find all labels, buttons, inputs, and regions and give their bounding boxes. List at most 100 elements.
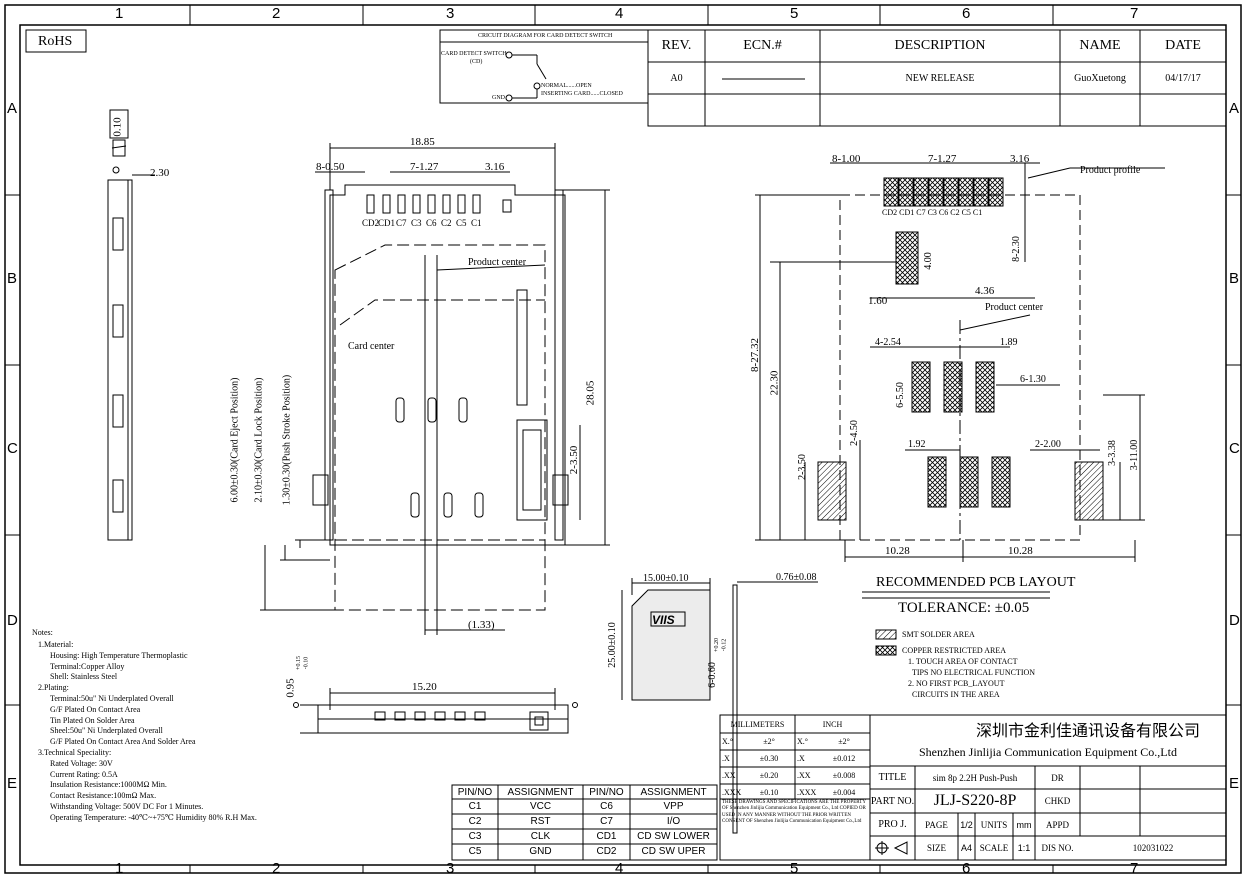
tolerance-cell: .XX <box>722 771 736 780</box>
note-line: Operating Temperature: -40℃~+75℃ Humidit… <box>50 812 257 822</box>
legend-note-1: 1. TOUCH AREA OF CONTACT <box>908 657 1018 666</box>
pin-label-c2: C2 <box>441 218 452 228</box>
pcb-dim-400: 4.00 <box>922 252 934 270</box>
note-line: Housing: High Temperature Thermoplastic <box>50 650 188 660</box>
pcb-dim-200: 2-2.00 <box>1035 439 1061 450</box>
note-line: G/F Plated On Contact Area <box>50 704 141 714</box>
legend-note-3: 2. NO FIRST PCB_LAYOUT <box>908 679 1005 688</box>
pcb-dim-450: 2-4.50 <box>848 420 860 446</box>
tolerance-cell: .X <box>797 754 805 763</box>
page-label: PAGE <box>925 819 948 830</box>
pcb-tolerance: TOLERANCE: ±0.05 <box>898 600 1030 616</box>
zone-col-3: 3 <box>446 5 455 22</box>
part-label: PART NO. <box>870 795 915 807</box>
tol-header-inch: INCH <box>822 719 843 729</box>
pin-table-header: ASSIGNMENT <box>507 786 574 798</box>
pcb-dim-350: 2-3.50 <box>796 454 808 480</box>
dr-label: DR <box>1051 772 1064 783</box>
notes-title: Notes: <box>32 628 53 637</box>
pcb-dim-189: 1.89 <box>1000 337 1018 348</box>
appd-label: APPD <box>1045 819 1069 830</box>
zone-col-6-bottom: 6 <box>962 860 971 877</box>
pin-table-header: PIN/NO <box>589 786 624 798</box>
pin-table-cell: CD2 <box>596 846 617 857</box>
note-line: Current Rating: 0.5A <box>50 769 118 779</box>
pitch-dim: 7-1.27 <box>410 161 439 173</box>
zone-row-e-right: E <box>1229 775 1240 792</box>
pin-label-c3: C3 <box>411 218 422 228</box>
pin-table-cell: CD1 <box>596 831 617 842</box>
units-value: mm <box>1016 819 1032 830</box>
pin-table-cell: VCC <box>529 801 552 812</box>
pin-table-cell: C6 <box>600 801 613 812</box>
pin-table-cell: GND <box>529 846 552 857</box>
pin-table-cell: C2 <box>468 816 482 827</box>
pin-table-header: ASSIGNMENT <box>640 786 707 798</box>
pcb-dim-192: 1.92 <box>908 439 926 450</box>
pin-table-header: PIN/NO <box>457 786 493 798</box>
pcb-pin-labels: CD2 CD1 C7 C3 C6 C2 C5 C1 <box>882 208 983 217</box>
note-line: G/F Plated On Contact Area And Solder Ar… <box>50 737 196 747</box>
tolerance-cell: X.° <box>797 737 808 746</box>
legend-note-4: CIRCUITS IN THE AREA <box>912 690 1000 699</box>
overall-width-dim: 18.85 <box>410 136 435 148</box>
push-stroke-dim: 1.30±0.30(Push Stroke Position) <box>281 374 293 506</box>
note-line: 2.Plating: <box>38 683 69 693</box>
pcb-dim-230: 8-2.30 <box>1010 236 1022 262</box>
note-line: Insulation Resistance:1000MΩ Min. <box>50 780 167 790</box>
side-width-dim: 2.30 <box>150 167 170 179</box>
pcb-dim-2732: 8-27.32 <box>748 338 761 372</box>
title-value: sim 8p 2.2H Push-Push <box>932 772 1018 783</box>
note-line: 1.Material: <box>38 640 74 649</box>
rev-header: REV. <box>661 38 692 53</box>
zone-row-a-right: A <box>1229 100 1240 117</box>
pin-label-cd2: CD2 <box>362 218 380 228</box>
note-line: Shell: Stainless Steel <box>50 672 118 682</box>
size-value: A4 <box>960 843 972 853</box>
title-label: TITLE <box>878 772 907 783</box>
proj-label: PRO J. <box>878 819 907 830</box>
pcb-dim-254: 4-2.54 <box>875 337 901 348</box>
card-notch-dim: 6-0.60 <box>706 662 718 688</box>
pin-table-cell: I/O <box>666 816 681 827</box>
circuit-title: CRICUIT DIAGRAM FOR CARD DETECT SWITCH <box>478 33 613 39</box>
tolerance-cell: ±0.30 <box>759 754 779 763</box>
pcb-width-right: 10.28 <box>1008 545 1033 557</box>
dis-value: 102031022 <box>1132 843 1174 853</box>
pin-table-cell: CLK <box>530 831 551 842</box>
name-value: GuoXuetong <box>1074 72 1126 84</box>
product-center-label: Product center <box>468 257 527 268</box>
pin-label-cd1: CD1 <box>378 218 396 228</box>
pin-table-cell: C7 <box>600 816 613 827</box>
pcb-width-left: 10.28 <box>885 545 910 557</box>
description-header: DESCRIPTION <box>894 38 986 53</box>
left-pitch-dim: 8-0.50 <box>316 161 345 173</box>
date-value: 04/17/17 <box>1165 72 1201 84</box>
zone-row-b-right: B <box>1229 270 1240 287</box>
pin-table-cell: C3 <box>468 831 482 842</box>
zone-col-5: 5 <box>790 5 799 22</box>
legend-note-2: TIPS NO ELECTRICAL FUNCTION <box>912 668 1036 677</box>
tolerance-cell: ±0.004 <box>832 788 856 797</box>
zone-row-c-right: C <box>1229 440 1240 457</box>
circuit-switch-label: CARD DETECT SWITCH <box>441 51 507 57</box>
pin-table-cell: C5 <box>468 846 482 857</box>
pcb-dim-436: 4.36 <box>975 285 995 297</box>
pin-label-c6: C6 <box>426 218 437 228</box>
units-label: UNITS <box>980 819 1008 830</box>
offset-dim: (1.33) <box>468 619 495 631</box>
pin-label-c1: C1 <box>471 218 482 228</box>
zone-col-4: 4 <box>615 5 624 22</box>
height-dim: 28.05 <box>584 380 597 406</box>
pin-table-cell: RST <box>530 816 551 827</box>
tolerance-cell: ±0.012 <box>832 754 856 763</box>
pcb-dim-338: 3-3.38 <box>1106 440 1118 466</box>
tolerance-cell: ±0.10 <box>759 788 779 797</box>
disclaimer-text: THESE DRAWINGS AND SPECIFICATIONS ARE TH… <box>722 800 866 824</box>
zone-col-3-bottom: 3 <box>446 860 455 877</box>
pcb-dim-1100: 3-11.00 <box>1129 439 1141 471</box>
pin-label-c5: C5 <box>456 218 467 228</box>
right-dim: 3.16 <box>485 161 505 173</box>
pin-label-c7: C7 <box>396 218 407 228</box>
zone-col-2: 2 <box>272 5 281 22</box>
